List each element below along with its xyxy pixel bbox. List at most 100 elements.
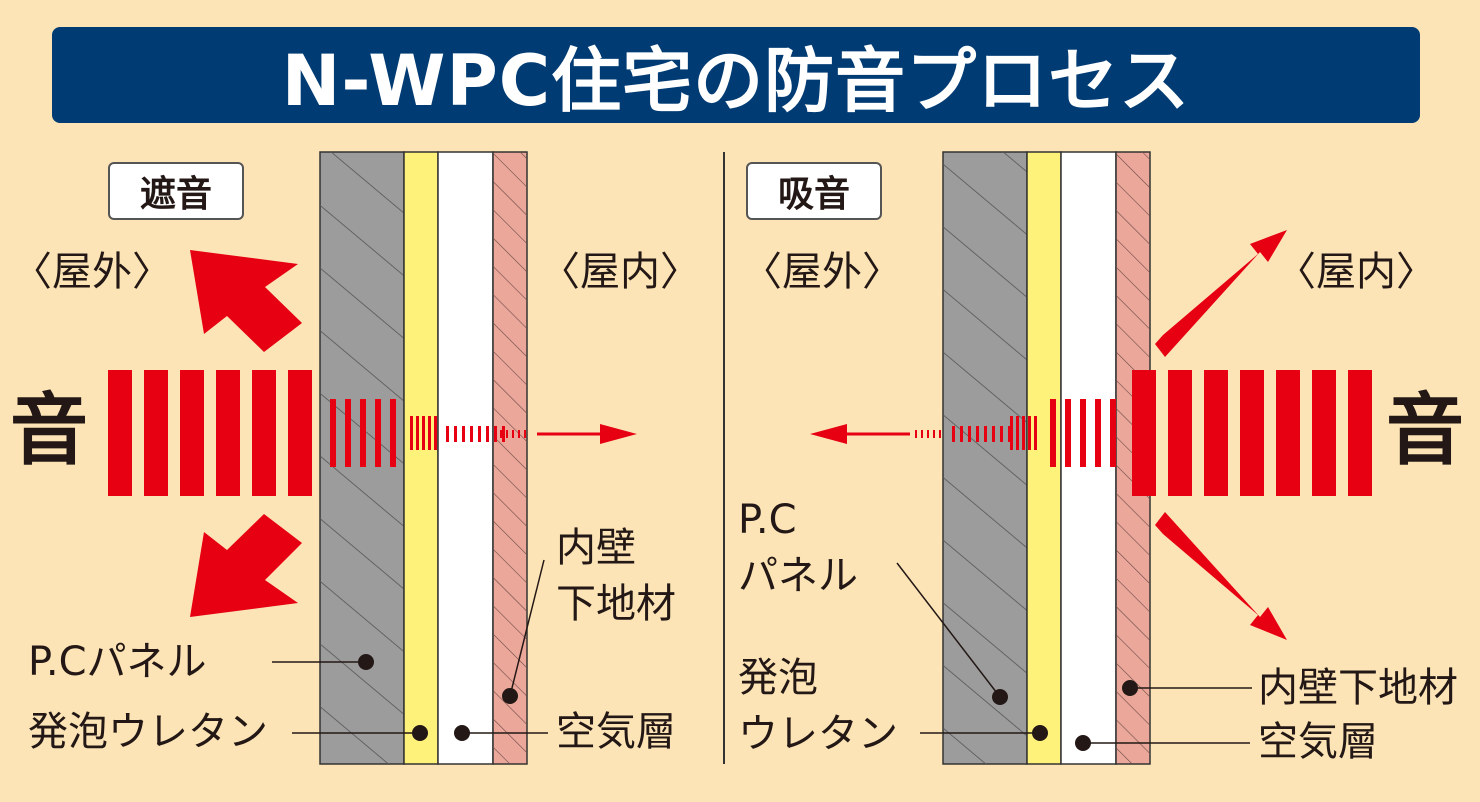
- left-foam-label: 発泡ウレタン: [28, 709, 268, 755]
- mode-label: 吸音: [777, 174, 850, 215]
- right-air-wave-bar: [1065, 399, 1071, 467]
- mode-label: 遮音: [139, 174, 212, 215]
- left-interior-label-line1: 内壁: [556, 525, 636, 571]
- left-air-wave-bar: [446, 426, 449, 442]
- right-arrows: [810, 230, 1287, 640]
- left-pc-wave-bar: [375, 399, 381, 467]
- right-pc-label-line1: P.C: [738, 497, 797, 543]
- left-interior-label: 内壁 下地材: [556, 520, 676, 632]
- right-incoming-wave-bar: [1240, 370, 1264, 496]
- page-title: N-WPC住宅の防音プロセス: [281, 39, 1191, 122]
- right-pc-wave-bar: [992, 426, 995, 442]
- left-board-wave-bar: [512, 430, 514, 438]
- reflect-down-arrow: [190, 514, 302, 617]
- right-outer-wave-bar: [933, 430, 935, 438]
- right-air-wave-bar: [1050, 399, 1056, 467]
- transmit-arrow-head-left: [600, 424, 637, 444]
- left-board-wave-bar: [500, 430, 502, 438]
- right-pc-wave-bar: [968, 426, 971, 442]
- right-air-wave-bar: [1080, 399, 1086, 467]
- right-foam-wave-bar: [1022, 416, 1025, 450]
- left-air-wave-bar: [470, 426, 473, 442]
- left-outside-label: 〈屋外〉: [12, 249, 172, 295]
- absorb-up-arrow: [1155, 230, 1287, 357]
- right-pc-label-line2: パネル: [738, 553, 858, 599]
- left-pc-panel-label: P.Cパネル: [28, 639, 207, 685]
- left-incoming-wave-bar: [144, 370, 168, 496]
- left-air-layer: [437, 151, 494, 765]
- left-foam-wave-bar: [422, 416, 425, 450]
- left-air-wave-bar: [494, 426, 497, 442]
- left-incoming-wave-bar: [180, 370, 204, 496]
- left-board-wave-bar: [524, 430, 526, 438]
- right-interior-label: 内壁下地材: [1258, 665, 1458, 711]
- right-foam-wave-bar: [1016, 416, 1019, 450]
- right-foam-label-line2: ウレタン: [738, 711, 898, 757]
- right-air-wave-bar: [1095, 399, 1101, 467]
- left-pc-wave-bar: [390, 399, 396, 467]
- right-incoming-wave-bar: [1276, 370, 1300, 496]
- right-foam-label: 発泡 ウレタン: [738, 650, 898, 762]
- mode-badge-sound-insulation: 遮音: [108, 162, 244, 220]
- left-board-wave-bar: [518, 430, 520, 438]
- left-incoming-wave-bar: [288, 370, 312, 496]
- mode-badge-sound-absorption: 吸音: [746, 162, 882, 220]
- reflect-up-arrow: [190, 250, 302, 352]
- right-pc-wave-bar: [984, 426, 987, 442]
- title-banner: N-WPC住宅の防音プロセス: [52, 27, 1420, 123]
- right-incoming-wave-bar: [1348, 370, 1372, 496]
- right-outer-wave-bar: [927, 430, 929, 438]
- left-air-wave-bar: [486, 426, 489, 442]
- right-outer-wave-bar: [939, 430, 941, 438]
- right-foam-label-line1: 発泡: [738, 655, 818, 701]
- right-incoming-wave-bar: [1168, 370, 1192, 496]
- right-pc-wave-bar: [976, 426, 979, 442]
- right-incoming-wave-bar: [1204, 370, 1228, 496]
- right-inside-label: 〈屋内〉: [1276, 249, 1436, 295]
- left-sound-label: 音: [10, 386, 89, 476]
- left-incoming-wave-bar: [216, 370, 240, 496]
- left-foam-wave-bar: [416, 416, 419, 450]
- left-foam-wave-bar: [434, 416, 437, 450]
- right-foam-wave-bar: [1028, 416, 1031, 450]
- left-pc-wave-bar: [360, 399, 366, 467]
- right-incoming-wave-bar: [1132, 370, 1156, 496]
- right-outer-wave-bar: [921, 430, 923, 438]
- right-air-wave-bar: [1110, 399, 1116, 467]
- left-arrows: [190, 250, 637, 617]
- right-foam-wave-bar: [1034, 416, 1037, 450]
- right-sound-label: 音: [1386, 386, 1465, 476]
- left-wall: [319, 151, 528, 765]
- right-foam-wave-bar: [1010, 416, 1013, 450]
- left-incoming-wave-bar: [252, 370, 276, 496]
- left-inside-label: 〈屋内〉: [540, 249, 700, 295]
- left-foam-wave-bar: [428, 416, 431, 450]
- leader-dots: [358, 654, 1138, 751]
- left-incoming-wave-bar: [108, 370, 132, 496]
- right-pc-wave-bar: [1008, 426, 1011, 442]
- left-air-wave-bar: [478, 426, 481, 442]
- right-pc-panel-label: P.C パネル: [738, 492, 858, 604]
- left-foam-layer: [403, 151, 439, 765]
- left-pc-wave-bar: [345, 399, 351, 467]
- right-outside-label: 〈屋外〉: [742, 249, 902, 295]
- left-air-wave-bar: [502, 426, 505, 442]
- leader-lines: [272, 559, 1252, 744]
- transmit-arrow-head-right: [810, 424, 847, 444]
- right-wall: [942, 151, 1151, 765]
- right-pc-wave-bar: [960, 426, 963, 442]
- left-pc-wave-bar: [330, 399, 336, 467]
- left-board-wave-bar: [506, 430, 508, 438]
- right-pc-wave-bar: [1000, 426, 1003, 442]
- left-foam-wave-bar: [410, 416, 413, 450]
- left-interior-board-hatch: [493, 152, 527, 764]
- right-outer-wave-bar: [915, 430, 917, 438]
- left-air-wave-bar: [462, 426, 465, 442]
- left-air-label: 空気層: [556, 709, 676, 755]
- right-incoming-wave-bar: [1312, 370, 1336, 496]
- left-air-wave-bar: [454, 426, 457, 442]
- left-interior-label-line2: 下地材: [556, 581, 676, 627]
- right-pc-panel-hatch: [943, 152, 1027, 764]
